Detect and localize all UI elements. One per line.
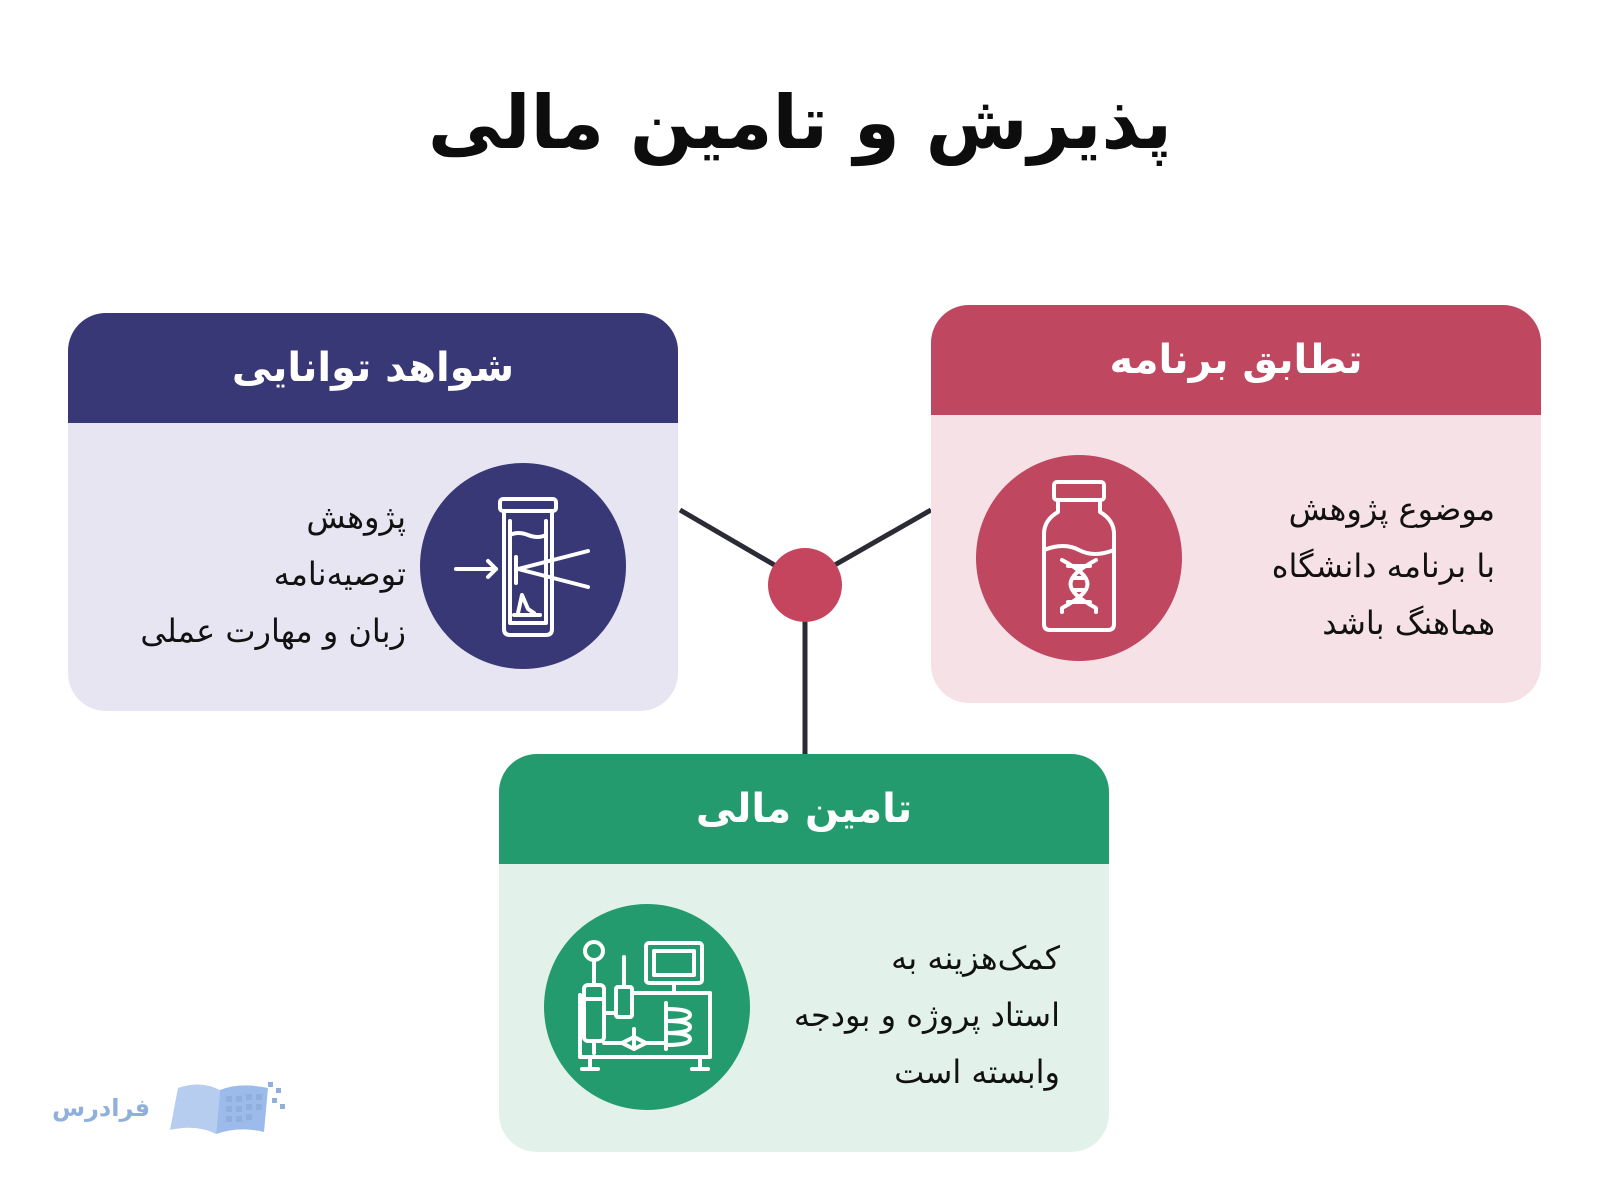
card-evidence-of-ability-text: پژوهش توصیه‌نامه زبان و مهارت عملی [140,489,406,660]
card-evidence-of-ability-heading: شواهد توانایی [68,313,678,423]
connector-to-program [824,507,933,573]
text-line: توصیه‌نامه [273,555,406,593]
test-tube-light-icon [420,463,626,669]
card-program-fit-body: موضوع پژوهش با برنامه دانشگاه هماهنگ باش… [931,415,1541,703]
card-funding-body: کمک‌هزینه به استاد پروژه و بودجه وابسته … [499,864,1109,1152]
card-program-fit-text: موضوع پژوهش با برنامه دانشگاه هماهنگ باش… [1272,481,1495,652]
center-hub [768,548,842,622]
card-evidence-of-ability: شواهد توانایی پژوهش [68,313,678,711]
faradars-logo: فرادرس [52,1076,292,1140]
card-funding-heading: تامین مالی [499,754,1109,864]
text-line: هماهنگ باشد [1322,604,1495,642]
text-line: زبان و مهارت عملی [140,612,406,650]
text-line: با برنامه دانشگاه [1271,547,1495,585]
card-funding-text: کمک‌هزینه به استاد پروژه و بودجه وابسته … [794,930,1060,1101]
text-line: استاد پروژه و بودجه [793,996,1060,1034]
vial-dna-icon [976,455,1182,661]
logo-text: فرادرس [52,1094,151,1122]
card-funding: تامین مالی [499,754,1109,1152]
connector-to-ability [678,507,785,573]
card-program-fit: تطابق برنامه موضوع پژوهش با برنامه دانشگ… [931,305,1541,703]
page-title: پذیرش و تامین مالی [427,80,1173,166]
text-line: پژوهش [306,498,406,536]
open-book-icon [170,1082,286,1134]
text-line: موضوع پژوهش [1288,490,1495,528]
card-program-fit-heading: تطابق برنامه [931,305,1541,415]
card-evidence-of-ability-body: پژوهش توصیه‌نامه زبان و مهارت عملی [68,423,678,711]
lab-apparatus-icon [544,904,750,1110]
text-line: وابسته است [894,1053,1060,1091]
text-line: کمک‌هزینه به [891,939,1060,977]
